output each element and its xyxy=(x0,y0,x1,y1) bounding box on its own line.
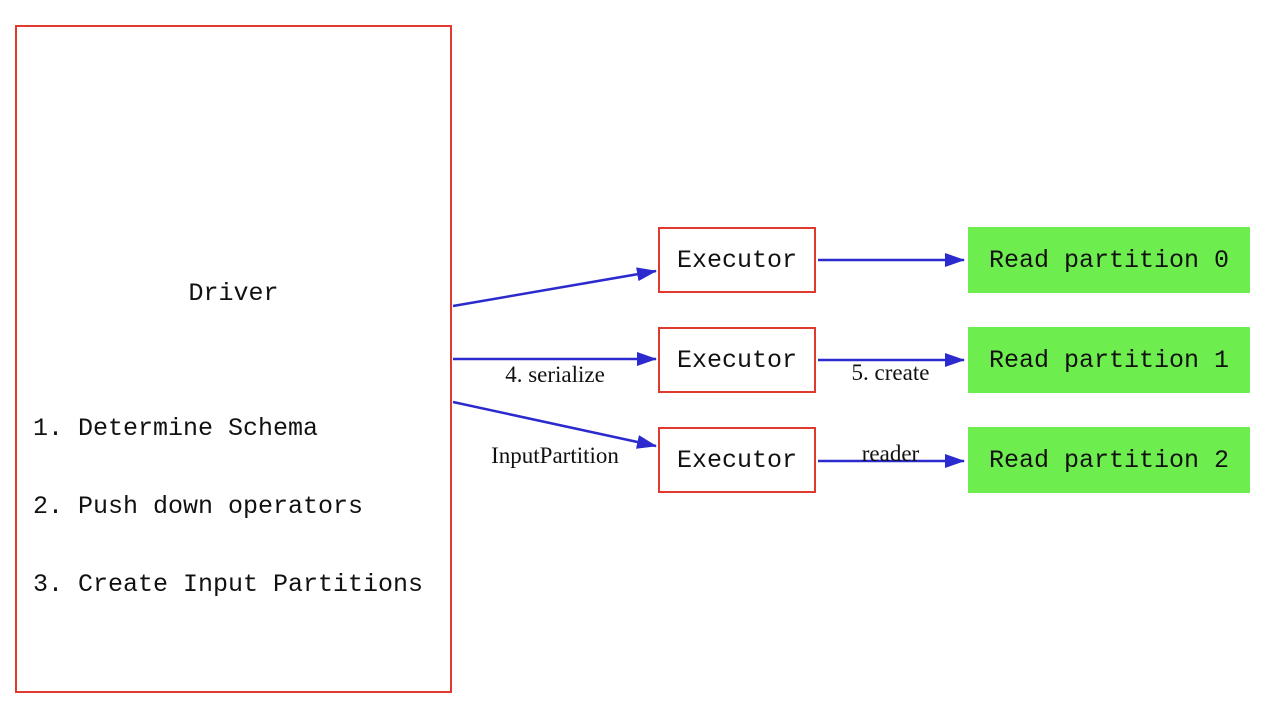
edge-label-create-line2: reader xyxy=(861,441,920,466)
read-partition-box-1: Read partition 1 xyxy=(968,327,1250,393)
executor-label-2: Executor xyxy=(676,445,798,475)
edge-label-serialize: 4. serialize InputPartition xyxy=(455,307,655,523)
executor-box-2: Executor xyxy=(658,427,816,493)
read-partition-box-0: Read partition 0 xyxy=(968,227,1250,293)
read-partition-label-2: Read partition 2 xyxy=(988,445,1230,475)
read-partition-label-1: Read partition 1 xyxy=(988,345,1230,375)
driver-step-2: 2. Push down operators xyxy=(33,492,364,521)
executor-label-1: Executor xyxy=(676,345,798,375)
executor-box-1: Executor xyxy=(658,327,816,393)
read-partition-label-0: Read partition 0 xyxy=(988,245,1230,275)
driver-step-3: 3. Create Input Partitions xyxy=(33,570,424,599)
edge-label-serialize-line2: InputPartition xyxy=(491,443,619,468)
driver-steps: 1. Determine Schema 2. Push down operato… xyxy=(33,364,423,650)
edge-label-create: 5. create reader xyxy=(808,305,973,521)
driver-step-1: 1. Determine Schema xyxy=(33,414,319,443)
edge-label-create-line1: 5. create xyxy=(851,360,930,385)
read-partition-box-2: Read partition 2 xyxy=(968,427,1250,493)
driver-box xyxy=(15,25,452,693)
edge-label-serialize-line1: 4. serialize xyxy=(505,362,605,387)
arrow-driver-to-executor-0 xyxy=(452,267,657,308)
executor-box-0: Executor xyxy=(658,227,816,293)
executor-label-0: Executor xyxy=(676,245,798,275)
driver-title: Driver xyxy=(188,279,279,308)
